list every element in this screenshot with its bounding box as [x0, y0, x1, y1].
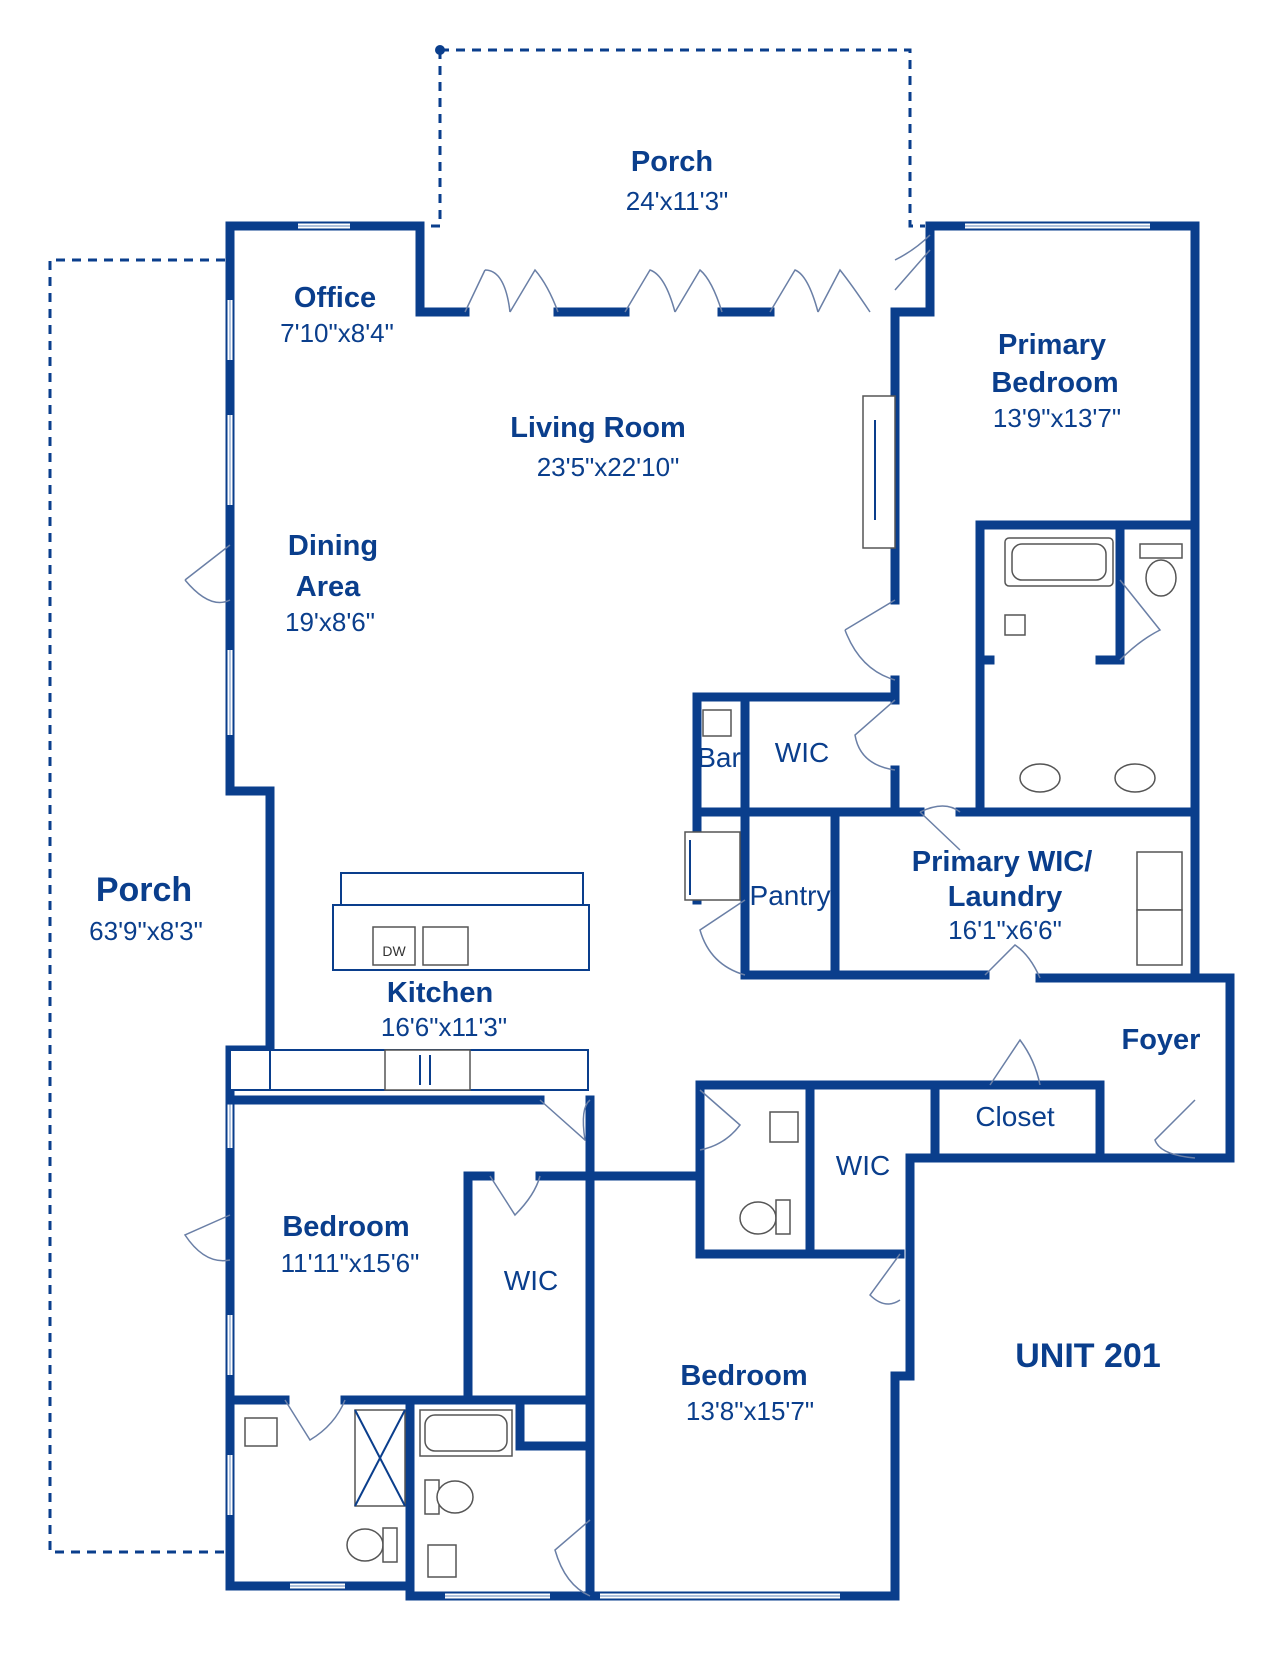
room-label-kitchen: Kitchen 16'6"x11'3": [381, 977, 507, 1042]
room-label-porch-top: Porch 24'x11'3": [626, 146, 729, 216]
porch-top-name: Porch: [631, 146, 713, 178]
living-dims: 23'5"x22'10": [537, 452, 680, 482]
office-name: Office: [294, 282, 376, 314]
room-label-primary-bedroom: Primary Bedroom 13'9"x13'7": [991, 329, 1121, 433]
primary-bed-name-2: Bedroom: [991, 367, 1118, 399]
bedroom2-dims: 13'8"x15'7": [686, 1396, 814, 1426]
primary-toilet: [1139, 543, 1183, 597]
kitchen-counter: [229, 1049, 589, 1091]
bar-sink: [702, 709, 732, 737]
kitchen-name: Kitchen: [387, 977, 493, 1009]
room-label-dining: Dining Area 19'x8'6": [285, 530, 378, 637]
pantry-label: Pantry: [750, 880, 831, 911]
room-label-living: Living Room 23'5"x22'10": [510, 412, 686, 482]
wic-primary-label: WIC: [775, 737, 829, 768]
kitchen-dims: 16'6"x11'3": [381, 1012, 507, 1042]
foyer-label: Foyer: [1122, 1024, 1201, 1056]
primary-bed-name-1: Primary: [998, 329, 1106, 361]
bath2-fixtures: [419, 1409, 513, 1578]
hall-bath-fixtures: [739, 1111, 799, 1235]
wic-hall-label: WIC: [836, 1150, 890, 1181]
kitchen-island: [332, 872, 590, 971]
primary-sinks: [1019, 763, 1156, 793]
bath1-fixtures: [244, 1409, 406, 1563]
room-label-bedroom2: Bedroom 13'8"x15'7": [680, 1360, 814, 1426]
bar-label: Bar: [697, 742, 741, 773]
office-dims: 7'10"x8'4": [280, 318, 394, 348]
dishwasher-label: DW: [382, 943, 406, 959]
room-label-porch-side: Porch 63'9"x8'3": [89, 871, 203, 946]
doors: [183, 234, 1196, 1597]
primary-tub: [1004, 537, 1114, 587]
room-label-office: Office 7'10"x8'4": [280, 282, 394, 348]
bedroom2-name: Bedroom: [680, 1360, 807, 1392]
porch-outline-top: [425, 45, 925, 228]
fireplace: [862, 395, 896, 549]
dining-dims: 19'x8'6": [285, 607, 375, 637]
room-label-bedroom1: Bedroom 11'11"x15'6": [281, 1211, 420, 1278]
washer-dryer: [1136, 851, 1183, 966]
primary-wic-dims: 16'1"x6'6": [948, 915, 1062, 945]
fridge: [684, 831, 741, 901]
porch-side-dims: 63'9"x8'3": [89, 916, 203, 946]
room-label-primary-wic: Primary WIC/ Laundry 16'1"x6'6": [912, 846, 1093, 945]
wic-bed1-label: WIC: [504, 1265, 558, 1296]
primary-wic-name-2: Laundry: [948, 881, 1062, 913]
dining-name-1: Dining: [288, 530, 378, 562]
porch-side-name: Porch: [96, 871, 192, 909]
primary-shower-valve: [1004, 614, 1026, 636]
dining-name-2: Area: [296, 571, 361, 603]
porch-outline-side: [48, 258, 228, 1554]
porch-top-dims: 24'x11'3": [626, 186, 729, 216]
unit-label: UNIT 201: [1015, 1337, 1161, 1375]
bedroom1-name: Bedroom: [282, 1211, 409, 1243]
living-name: Living Room: [510, 412, 686, 444]
windows: [227, 223, 1150, 1599]
bedroom1-dims: 11'11"x15'6": [281, 1248, 420, 1278]
primary-bed-dims: 13'9"x13'7": [993, 403, 1121, 433]
closet-label: Closet: [975, 1101, 1055, 1132]
primary-wic-name-1: Primary WIC/: [912, 846, 1093, 878]
